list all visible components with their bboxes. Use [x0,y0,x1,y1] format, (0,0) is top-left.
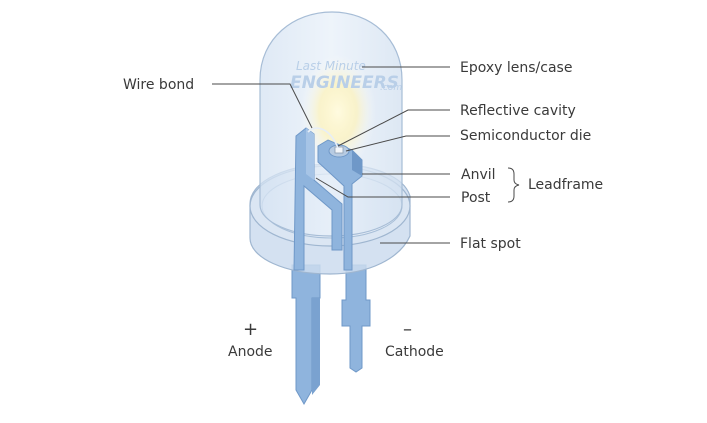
label-flat-spot: Flat spot [460,236,521,252]
svg-text:Last Minute: Last Minute [296,59,366,73]
label-post: Post [461,190,491,206]
anode-sign: + [243,319,258,340]
svg-text:ENGINEERS: ENGINEERS [290,73,399,93]
label-epoxy-lens: Epoxy lens/case [460,60,572,76]
label-anvil: Anvil [461,167,496,183]
label-leadframe: Leadframe [528,177,603,193]
label-wire-bond: Wire bond [123,77,194,93]
watermark-logo: Last Minute ENGINEERS .com [290,59,402,93]
label-anode: Anode [228,344,273,360]
anode-lead [291,264,321,406]
light-glow [300,54,376,170]
label-semiconductor-die: Semiconductor die [460,128,591,144]
label-cathode: Cathode [385,344,444,360]
semiconductor-die [334,146,344,154]
leader-lines [212,66,450,244]
post [293,127,343,271]
cathode-lead [341,264,371,373]
wire-bond [307,127,339,149]
leadframe-brace [507,167,520,203]
cathode-sign: – [403,319,412,340]
label-reflective-cavity: Reflective cavity [460,103,576,119]
svg-text:.com: .com [380,83,402,93]
